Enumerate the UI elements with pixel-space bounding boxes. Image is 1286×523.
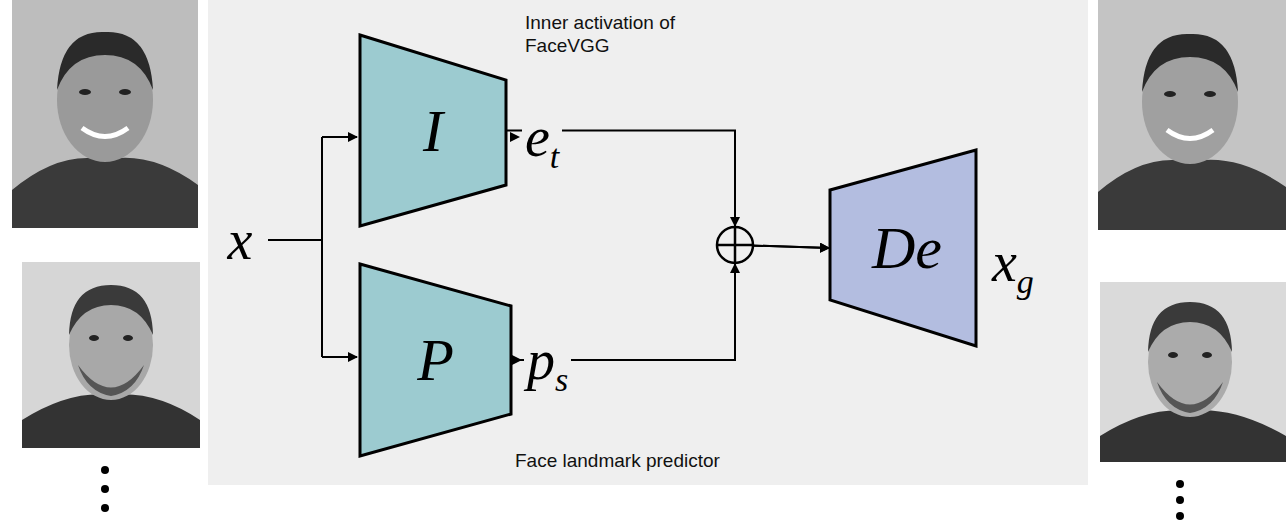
- label-group: x: [228, 212, 253, 268]
- subscript: t: [550, 140, 559, 174]
- arrowhead: [512, 355, 522, 365]
- portrait-photo: [1100, 282, 1286, 462]
- arrowhead: [510, 132, 520, 142]
- feature-symbol: e: [525, 109, 550, 165]
- label-group: xg: [992, 234, 1034, 290]
- input-split-wire: [268, 137, 357, 357]
- output-symbol: x: [992, 234, 1017, 290]
- ellipsis-dots: [101, 466, 109, 512]
- ellipsis-dots: [1176, 480, 1184, 520]
- encoder-trapezoid: P: [358, 262, 513, 458]
- decoder-trapezoid: De: [828, 148, 978, 348]
- annotation-note: Face landmark predictor: [515, 450, 720, 473]
- module-name: P: [417, 330, 454, 390]
- portrait-photo: [12, 0, 198, 228]
- label-group: Face landmark predictor: [515, 450, 720, 473]
- annotation-note: Inner activation of FaceVGG: [525, 12, 715, 58]
- input-symbol: x: [228, 212, 253, 268]
- encoder-trapezoid: I: [358, 33, 508, 228]
- feature-symbol: p: [527, 332, 555, 388]
- label-group: et: [522, 109, 562, 165]
- sum-symbol: [717, 217, 753, 273]
- portrait-photo: [22, 262, 200, 448]
- subscript: s: [555, 363, 568, 397]
- data-flow-arrow: [506, 131, 829, 249]
- portrait-photo: [1098, 0, 1286, 230]
- module-name: De: [872, 218, 942, 278]
- subscript: g: [1017, 265, 1034, 299]
- label-group: Inner activation of FaceVGG: [525, 12, 715, 58]
- module-name: I: [423, 101, 443, 161]
- label-group: ps: [524, 332, 571, 388]
